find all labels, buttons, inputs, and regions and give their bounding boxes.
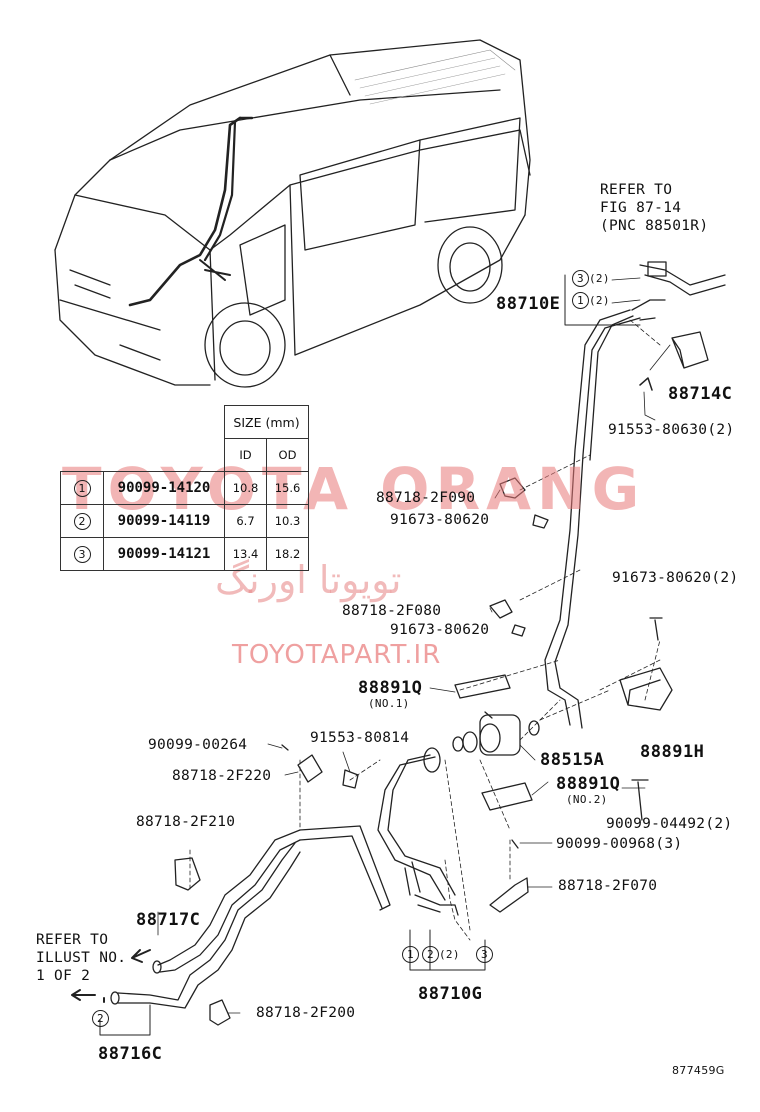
label-88718-2F220[interactable]: 88718-2F220 — [172, 768, 272, 784]
label-88718-2F070[interactable]: 88718-2F070 — [558, 878, 658, 894]
label-88891Q-2[interactable]: 88891Q — [556, 774, 621, 794]
label-91673-80620-b[interactable]: 91673-80620 — [390, 622, 490, 638]
label-88716C[interactable]: 88716C — [98, 1044, 163, 1064]
outer-diameter: 15.6 — [266, 471, 309, 505]
inner-diameter: 10.8 — [224, 471, 267, 505]
table-row: 3 90099-14121 13.4 18.2 — [60, 537, 309, 571]
refer-bottom-line2: ILLUST NO. — [36, 950, 127, 966]
callout-1-bottom: 1 — [402, 946, 419, 963]
label-no1: (NO.1) — [368, 697, 410, 710]
filter-88515A — [452, 711, 540, 756]
table-row: 1 90099-14120 10.8 15.6 — [60, 471, 309, 505]
col-id: ID — [224, 438, 267, 472]
label-88891Q-1[interactable]: 88891Q — [358, 678, 423, 698]
label-90099-00264[interactable]: 90099-00264 — [148, 737, 248, 753]
refer-bottom-line3: 1 OF 2 — [36, 968, 91, 984]
figure-id: 877459G — [672, 1064, 725, 1077]
clamp-88718-2F090 — [499, 477, 526, 499]
inner-diameter: 13.4 — [224, 537, 267, 571]
refer-bottom-line1: REFER TO — [36, 932, 109, 948]
col-od: OD — [266, 438, 309, 472]
label-91553-80814[interactable]: 91553-80814 — [310, 730, 410, 746]
label-91553-80630[interactable]: 91553-80630(2) — [608, 422, 735, 438]
row-number: 1 — [73, 479, 91, 497]
inner-diameter: 6.7 — [224, 504, 267, 538]
table-row: 2 90099-14119 6.7 10.3 — [60, 504, 309, 538]
part-number[interactable]: 90099-14121 — [103, 537, 225, 571]
pipe-88710E — [544, 261, 726, 729]
label-91673-80620-c[interactable]: 91673-80620(2) — [612, 570, 739, 586]
clamp-88718-2F220 — [297, 754, 323, 783]
pipe-88710G — [377, 747, 486, 971]
label-88718-2F200[interactable]: 88718-2F200 — [256, 1005, 356, 1021]
label-88718-2F080[interactable]: 88718-2F080 — [342, 603, 442, 619]
row-number: 2 — [73, 512, 91, 530]
label-88710G[interactable]: 88710G — [418, 984, 483, 1004]
bracket-88891H — [619, 667, 673, 711]
label-90099-04492[interactable]: 90099-04492(2) — [606, 816, 733, 832]
label-88718-2F210[interactable]: 88718-2F210 — [136, 814, 236, 830]
callout-3-bottom: 3 — [476, 946, 493, 963]
outer-diameter: 10.3 — [266, 504, 309, 538]
callout-1-top: 1(2) — [572, 292, 610, 309]
label-88718-2F090[interactable]: 88718-2F090 — [376, 490, 476, 506]
clamp-88718-2F200 — [209, 999, 231, 1026]
van-illustration — [54, 39, 531, 388]
label-90099-00968[interactable]: 90099-00968(3) — [556, 836, 683, 852]
callout-2-bottom: 2(2) — [422, 946, 460, 963]
label-91673-80620-a[interactable]: 91673-80620 — [390, 512, 490, 528]
bracket-88891Q-2 — [481, 782, 533, 811]
callout-3-top: 3(2) — [572, 270, 610, 287]
row-number: 3 — [73, 545, 91, 563]
label-88515A[interactable]: 88515A — [540, 750, 605, 770]
label-no2: (NO.2) — [566, 793, 608, 806]
refer-top-line3[interactable]: (PNC 88501R) — [600, 218, 709, 234]
watermark-url: TOYOTAPART.IR — [232, 640, 442, 670]
label-88891H[interactable]: 88891H — [640, 742, 705, 762]
refer-top-line1: REFER TO — [600, 182, 673, 198]
label-88714C[interactable]: 88714C — [668, 384, 733, 404]
part-number[interactable]: 90099-14120 — [103, 471, 225, 505]
label-88717C[interactable]: 88717C — [136, 910, 201, 930]
outer-diameter: 18.2 — [266, 537, 309, 571]
label-88710E[interactable]: 88710E — [496, 294, 561, 314]
clamp-88718-2F080 — [489, 599, 513, 619]
refer-top-line2: FIG 87-14 — [600, 200, 682, 216]
hose-size-table: SIZE (mm) ID OD 1 90099-14120 10.8 15.6 … — [60, 405, 309, 571]
bracket-88891Q-1 — [454, 674, 511, 699]
clamp-88718-2F210 — [174, 857, 201, 891]
part-number[interactable]: 90099-14119 — [103, 504, 225, 538]
cover-88714C — [671, 331, 709, 369]
pipe-88717C — [103, 825, 391, 1009]
callout-2-left: 2 — [92, 1010, 109, 1027]
clamp-88718-2F070 — [489, 877, 529, 913]
size-header: SIZE (mm) — [224, 405, 309, 439]
